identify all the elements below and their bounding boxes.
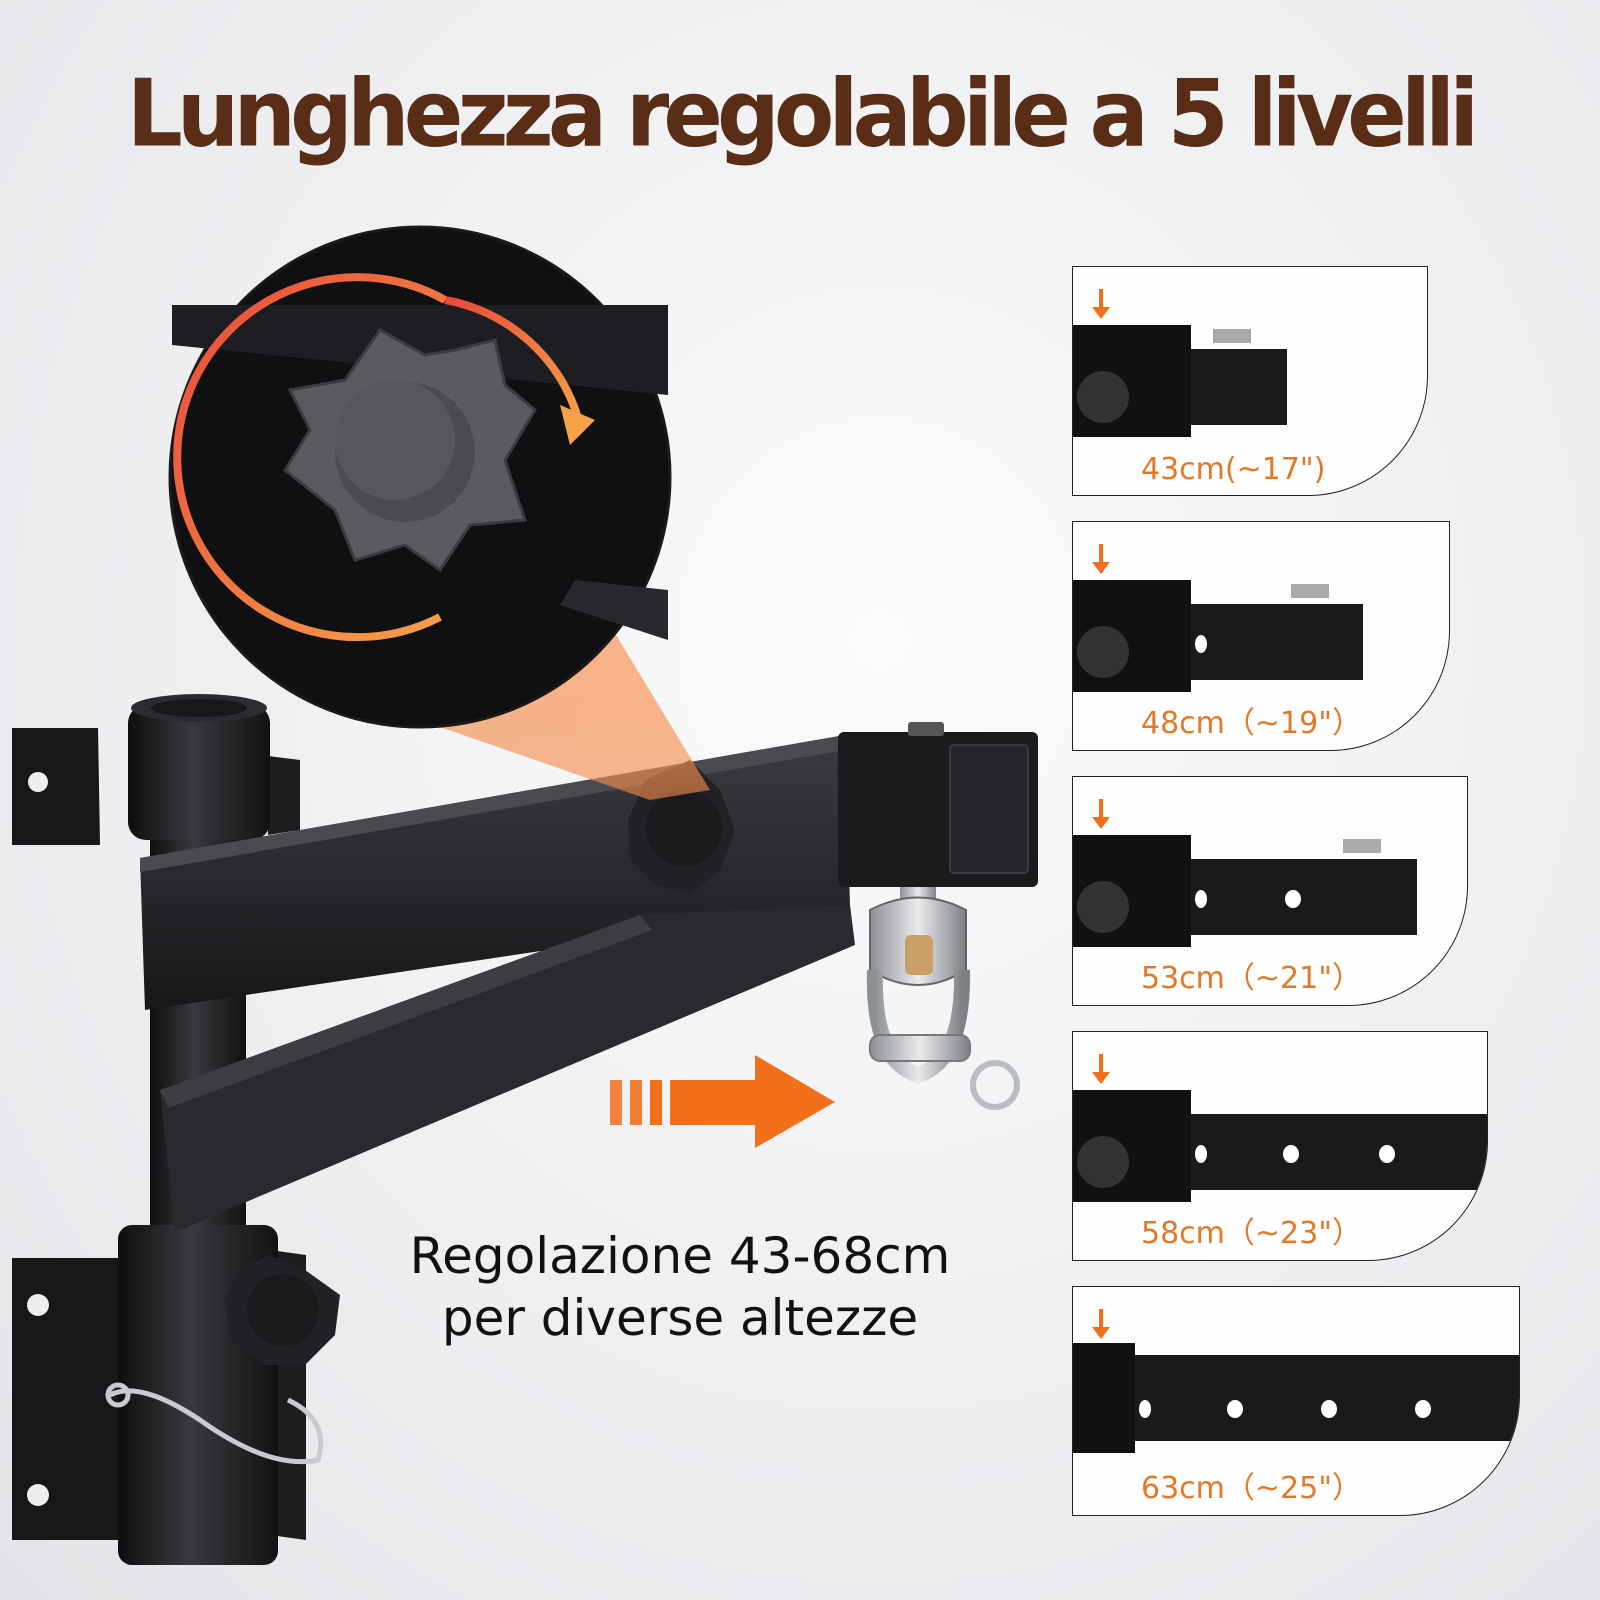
level-label: 48cm（~19"） [1141, 706, 1363, 741]
caption-line-1: Regolazione 43-68cm [409, 1227, 951, 1285]
level-panel-1: 43cm(~17") [1072, 266, 1428, 496]
level-panel-2: 48cm（~19"） [1072, 521, 1450, 751]
shackle-icon [866, 887, 1020, 1110]
level-label: 43cm(~17") [1141, 452, 1326, 487]
safety-pin-icon [105, 1382, 324, 1465]
level-panel-5: 63cm（~25"） [1072, 1286, 1520, 1516]
knob-zoom-circle [168, 225, 672, 729]
zoom-beam [420, 625, 710, 800]
tube-illustration [1073, 799, 1417, 947]
arm-end-cap [838, 722, 1038, 887]
top-wall-plate [12, 728, 300, 845]
tube-illustration [1073, 1309, 1519, 1453]
level-panel-4: 58cm（~23"） [1072, 1031, 1488, 1261]
pole-knob-icon [225, 1255, 340, 1365]
level-label: 58cm（~23"） [1141, 1216, 1363, 1251]
caption-line-2: per diverse altezze [441, 1289, 919, 1347]
tube-illustration [1073, 289, 1287, 437]
caption: Regolazione 43-68cm per diverse altezze [400, 1225, 960, 1349]
level-label: 63cm（~25"） [1141, 1471, 1363, 1506]
page-title: Lunghezza regolabile a 5 livelli [126, 59, 1480, 168]
level-panel-3: 53cm（~21"） [1072, 776, 1468, 1006]
direction-arrow-icon [610, 1055, 835, 1148]
tube-illustration [1073, 544, 1363, 692]
level-label: 53cm（~21"） [1141, 961, 1363, 996]
tube-illustration [1073, 1054, 1487, 1202]
